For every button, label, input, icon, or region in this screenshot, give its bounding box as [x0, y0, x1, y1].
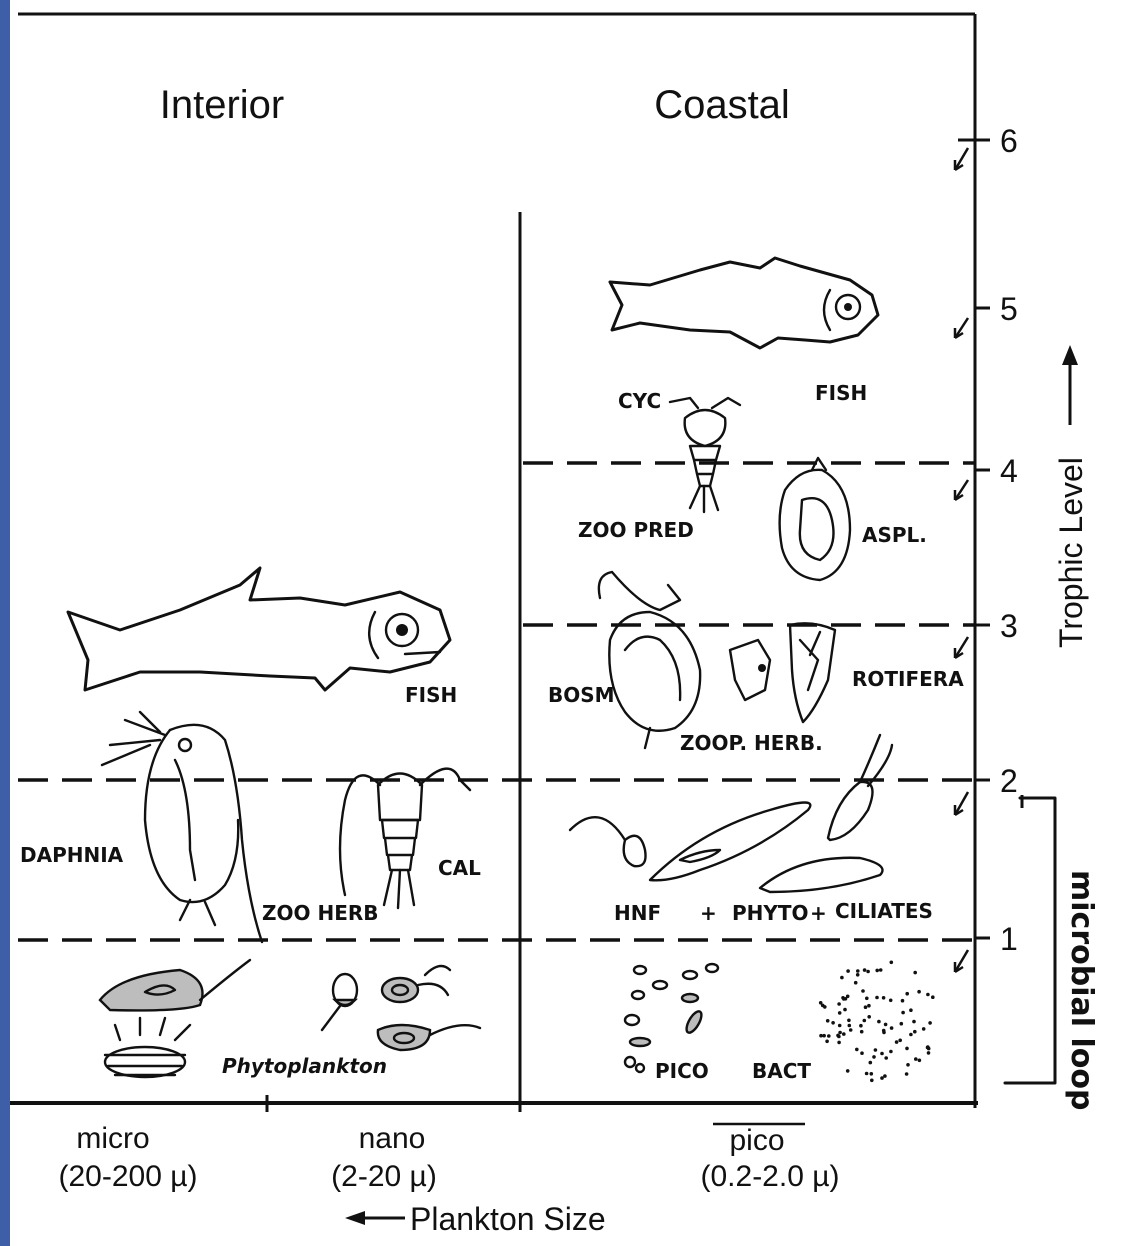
heading-interior: Interior [160, 83, 285, 127]
label-phyto: PHYTO [732, 901, 809, 925]
daphnia-icon [102, 712, 262, 942]
label-zoo-herb: ZOO HERB [262, 901, 379, 925]
size-axis-title: Plankton Size [410, 1201, 606, 1237]
coastal-fish-icon [610, 258, 878, 348]
label-hnf: HNF [614, 901, 661, 925]
label-aspl: ASPL. [862, 523, 927, 547]
size-class-micro: micro [76, 1122, 149, 1155]
bacteria-dots-icon [819, 961, 935, 1083]
label-cal: CAL [438, 856, 481, 880]
tick-label-2: 2 [1000, 763, 1018, 799]
size-range-pico: (0.2-2.0 µ) [701, 1160, 840, 1193]
label-bact: BACT [752, 1059, 811, 1083]
tick-label-6: 6 [1000, 123, 1018, 159]
label-plus-2: + [810, 901, 827, 925]
size-arrow-icon [345, 1211, 405, 1225]
label-pico: PICO [655, 1059, 709, 1083]
rotifer-icon [730, 623, 835, 722]
asplanchna-icon [780, 458, 850, 580]
tick-label-3: 3 [1000, 608, 1018, 644]
size-class-pico: pico [729, 1124, 784, 1157]
microbial-loop-label: microbial loop [1064, 870, 1099, 1110]
heading-coastal: Coastal [654, 83, 790, 127]
tick-label-4: 4 [1000, 453, 1018, 489]
label-coastal-fish: FISH [815, 381, 867, 405]
size-range-nano: (2-20 µ) [331, 1160, 437, 1193]
calanoid-icon [340, 769, 470, 908]
label-zoop-herb: ZOOP. HERB. [680, 731, 823, 755]
label-daphnia: DAPHNIA [20, 843, 124, 867]
bosmina-icon [599, 572, 700, 748]
trophic-axis-title: Trophic Level [1053, 457, 1089, 648]
label-interior-fish: FISH [405, 683, 457, 707]
label-ciliates: CILIATES [835, 899, 933, 923]
label-plus-1: + [700, 901, 717, 925]
size-class-nano: nano [359, 1122, 426, 1155]
cyclopoid-icon [670, 398, 740, 512]
trophic-ticks [955, 140, 990, 972]
interior-fish-icon [68, 568, 450, 690]
trophic-arrow-icon [1062, 345, 1078, 425]
trophic-tick-labels: 6 5 4 3 2 1 [1000, 123, 1018, 957]
picoplankton-icon [625, 964, 718, 1072]
tick-label-1: 1 [1000, 921, 1018, 957]
flagellates-icon [570, 735, 892, 892]
label-phytoplankton: Phytoplankton [222, 1054, 387, 1078]
label-bosm: BOSM [548, 683, 615, 707]
label-rotifera: ROTIFERA [852, 667, 964, 691]
label-cyc: CYC [618, 389, 661, 413]
label-zoo-pred: ZOO PRED [578, 518, 694, 542]
size-range-micro: (20-200 µ) [58, 1160, 197, 1193]
tick-label-5: 5 [1000, 291, 1018, 327]
